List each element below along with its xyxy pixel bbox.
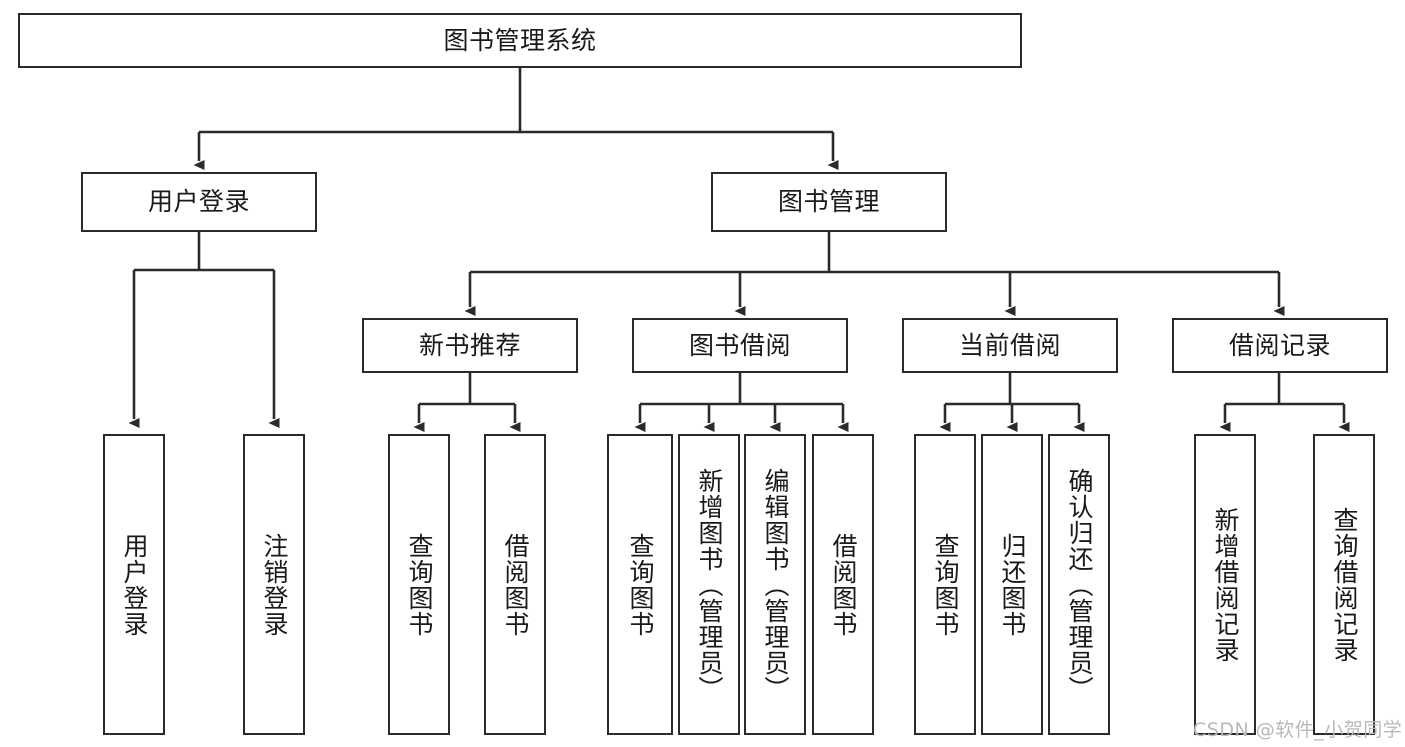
leaf-borrow-edit-book-admin[interactable]: 编辑图书（管理员） [744,434,806,735]
leaf-label: 新增借阅记录 [1211,506,1240,663]
node-user-login-label: 用户登录 [147,187,250,217]
node-root-label: 图书管理系统 [443,25,597,55]
node-current-borrow[interactable]: 当前借阅 [902,318,1118,373]
node-current-borrow-label: 当前借阅 [958,330,1061,360]
node-book-borrow-label: 图书借阅 [688,330,791,360]
leaf-current-confirm-return-admin[interactable]: 确认归还（管理员） [1048,434,1110,735]
watermark: CSDN @软件_小贺同学 [1193,719,1403,741]
node-user-login[interactable]: 用户登录 [81,172,317,232]
node-new-book-recommend[interactable]: 新书推荐 [362,318,578,373]
leaf-label: 查询借阅记录 [1330,506,1359,663]
node-new-book-recommend-label: 新书推荐 [418,330,521,360]
leaf-label: 新增图书（管理员） [695,467,724,702]
leaf-label: 注销登录 [260,532,289,637]
leaf-user-login-login[interactable]: 用户登录 [103,434,165,735]
leaf-current-return-book[interactable]: 归还图书 [981,434,1043,735]
leaf-borrow-borrow-book[interactable]: 借阅图书 [812,434,874,735]
leaf-user-login-logout[interactable]: 注销登录 [243,434,305,735]
leaf-label: 借阅图书 [829,532,858,637]
leaf-new-book-borrow[interactable]: 借阅图书 [484,434,546,735]
leaf-label: 用户登录 [120,532,149,637]
node-book-management-label: 图书管理 [777,187,880,217]
leaf-new-book-query[interactable]: 查询图书 [388,434,450,735]
leaf-current-query-book[interactable]: 查询图书 [914,434,976,735]
leaf-record-add[interactable]: 新增借阅记录 [1194,434,1256,735]
leaf-label: 编辑图书（管理员） [761,467,790,702]
leaf-label: 查询图书 [931,532,960,637]
leaf-label: 借阅图书 [501,532,530,637]
leaf-record-query[interactable]: 查询借阅记录 [1313,434,1375,735]
leaf-label: 归还图书 [998,532,1027,637]
leaf-borrow-query-book[interactable]: 查询图书 [607,434,673,735]
node-book-management[interactable]: 图书管理 [711,172,947,232]
leaf-label: 查询图书 [405,532,434,637]
node-root[interactable]: 图书管理系统 [18,13,1022,68]
leaf-borrow-add-book-admin[interactable]: 新增图书（管理员） [678,434,740,735]
node-borrow-record[interactable]: 借阅记录 [1172,318,1388,373]
leaf-label: 确认归还（管理员） [1065,467,1094,702]
leaf-label: 查询图书 [626,532,655,637]
node-borrow-record-label: 借阅记录 [1228,330,1331,360]
node-book-borrow[interactable]: 图书借阅 [632,318,848,373]
